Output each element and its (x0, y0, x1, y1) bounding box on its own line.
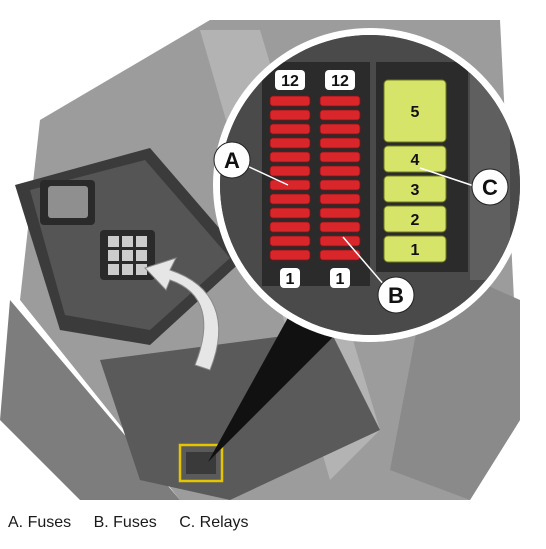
legend-relays-c: C. Relays (179, 514, 249, 531)
fuse-b-top-label: 12 (331, 73, 349, 90)
relay-column: 5 4 3 2 1 (383, 79, 447, 263)
callout-c: C (471, 168, 509, 206)
fuse-b-top-badge: 12 (325, 70, 355, 90)
column-b-fuse (319, 221, 361, 233)
fuse-box-cover (15, 148, 245, 345)
column-a-fuse (269, 137, 311, 149)
column-b-fuse (319, 137, 361, 149)
column-a-fuse (269, 193, 311, 205)
callout-c-letter: C (482, 175, 498, 200)
relay-label: 4 (411, 152, 420, 169)
zoom-circle (213, 28, 527, 342)
fuse-b-bottom-badge: 1 (330, 268, 350, 288)
column-b-fuse (319, 193, 361, 205)
relay-label: 3 (411, 182, 420, 199)
fuse-a-bottom-label: 1 (286, 271, 295, 288)
column-a-fuse (269, 109, 311, 121)
fuse-a-top-badge: 12 (275, 70, 305, 90)
leader-line-b (342, 236, 386, 287)
relay-box (383, 79, 447, 143)
callout-b-letter: B (388, 283, 404, 308)
column-b-fuse (319, 235, 361, 247)
column-b-fuse (319, 179, 361, 191)
column-b-fuse (319, 151, 361, 163)
relay-box (383, 235, 447, 263)
fuse-column-b (319, 95, 361, 261)
column-a-fuse (269, 235, 311, 247)
leader-line-a (244, 164, 289, 186)
leader-line-c (419, 167, 475, 187)
column-a-fuse (269, 123, 311, 135)
callout-a-letter: A (224, 148, 240, 173)
column-a-fuse (269, 151, 311, 163)
legend: A. Fuses B. Fuses C. Relays (8, 514, 267, 532)
fuse-box-diagram: 12 12 1 1 5 4 3 2 1 A B C (0, 20, 527, 500)
column-b-fuse (319, 123, 361, 135)
column-a-fuse (269, 165, 311, 177)
relay-label: 1 (411, 242, 420, 259)
relay-label: 2 (411, 212, 420, 229)
fuse-box-location (178, 443, 224, 483)
fuse-column-a (269, 95, 311, 261)
relay-box (383, 145, 447, 173)
legend-fuses-a: A. Fuses (8, 514, 72, 531)
flip-arrow (144, 257, 220, 371)
column-a-fuse (269, 249, 311, 261)
column-b-fuse (319, 249, 361, 261)
column-b-fuse (319, 165, 361, 177)
fuse-a-bottom-badge: 1 (280, 268, 300, 288)
column-a-fuse (269, 221, 311, 233)
relay-box (383, 205, 447, 233)
legend-fuses-b: B. Fuses (93, 514, 157, 531)
relay-box (383, 175, 447, 203)
relay-label: 5 (411, 104, 420, 121)
column-b-fuse (319, 109, 361, 121)
callout-a: A (213, 141, 251, 179)
column-a-fuse (269, 179, 311, 191)
callout-b: B (377, 276, 415, 314)
column-a-fuse (269, 95, 311, 107)
fuse-a-top-label: 12 (281, 73, 299, 90)
fuse-b-bottom-label: 1 (336, 271, 345, 288)
column-a-fuse (269, 207, 311, 219)
column-b-fuse (319, 95, 361, 107)
column-b-fuse (319, 207, 361, 219)
zoom-pointer (208, 305, 340, 462)
